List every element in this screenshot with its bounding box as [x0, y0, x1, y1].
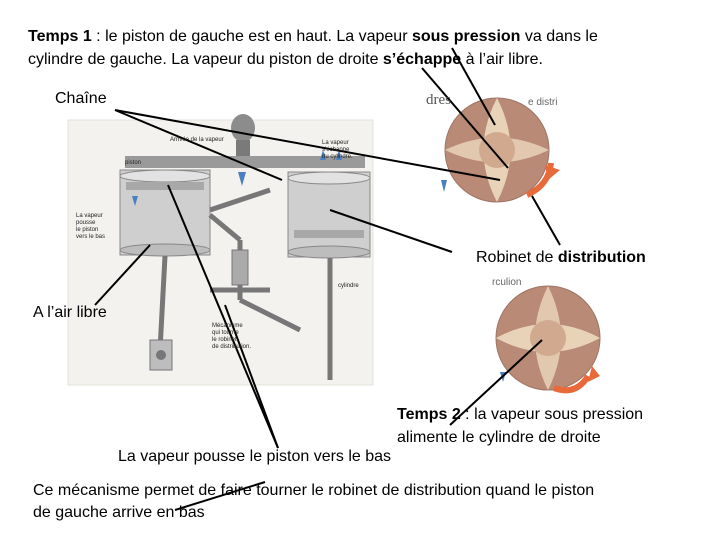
- valve-top-fragment-dres: dres: [426, 92, 451, 108]
- bottom-text-line2: de gauche arrive en bas: [33, 504, 205, 521]
- top-steam-pipe: [125, 156, 365, 168]
- steam-engine-illustration: [67, 114, 374, 386]
- pointer-pousse-2: [224, 304, 279, 449]
- pointer-chaine: [114, 109, 283, 181]
- echappe-emphasis: s’échappe: [382, 51, 462, 68]
- pointer-air-libre: [94, 244, 151, 306]
- sous-pression-emphasis: sous pression: [411, 28, 521, 45]
- temps1-line2: cylindre de gauche. La vapeur du piston …: [28, 51, 543, 68]
- valve-top-illustration: [441, 97, 560, 203]
- pointer-lines: [94, 47, 561, 511]
- figure-label-pousse-1: La vapeur: [76, 213, 103, 219]
- label-chaine: Chaîne: [55, 90, 107, 107]
- pointer-mecanisme: [174, 481, 266, 511]
- temps2-line2: alimente le cylindre de droite: [397, 429, 601, 446]
- figure-label-meca-3: le robinet: [212, 337, 237, 343]
- figure-label-echappe-1: La vapeur: [322, 140, 349, 146]
- steam-inlet-valve: [231, 114, 255, 142]
- pointer-temps2: [449, 339, 543, 426]
- temps2-line1: Temps 2 : la vapeur sous pression: [397, 406, 644, 423]
- center-valve-rod: [231, 249, 249, 286]
- temps1-line1: Temps 1 : le piston de gauche est en hau…: [28, 28, 598, 45]
- pointer-cylinder: [329, 209, 453, 253]
- left-cylinder: [119, 169, 211, 257]
- pointer-pousse-1: [167, 184, 279, 449]
- label-vapeur-pousse: La vapeur pousse le piston vers le bas: [118, 448, 392, 465]
- label-air-libre: A l’air libre: [33, 304, 107, 321]
- figure-label-pousse-4: vers le bas: [76, 234, 106, 240]
- valve-top-fragment-distri: e distri: [528, 97, 558, 108]
- crank-weight: [149, 339, 173, 371]
- figure-label-echappe-2: s’échappe: [322, 147, 350, 153]
- pointer-echappe: [421, 67, 509, 169]
- figure-label-echappe-3: du cylindre.: [322, 154, 353, 160]
- figure-label-meca-1: Mécanisme: [212, 323, 243, 329]
- pointer-sous-pression: [451, 47, 496, 126]
- valve-bottom-illustration: [495, 285, 601, 394]
- valve-bottom-fragment-tion: rculion: [492, 277, 522, 288]
- figure-label-piston: piston: [125, 160, 142, 166]
- bottom-text-line1: Ce mécanisme permet de faire tourner le …: [33, 482, 595, 499]
- figure-label-cylindre: cylindre: [338, 283, 359, 289]
- pointer-robinet: [531, 195, 561, 246]
- right-cylinder: [287, 171, 371, 259]
- figure-label-pousse-3: le piston: [76, 227, 99, 233]
- label-robinet-distribution: Robinet de distribution: [476, 249, 646, 266]
- figure-label-arrivee: Arrivée de la vapeur: [170, 137, 224, 143]
- temps1-title: Temps 1: [28, 28, 92, 45]
- figure-label-meca-4: de distribution.: [212, 344, 252, 350]
- pointer-chaine-2: [114, 109, 501, 181]
- figure-label-meca-2: qui tourne: [212, 330, 239, 336]
- steam-arrows: [132, 150, 342, 206]
- temps2-title: Temps 2: [397, 406, 461, 423]
- figure-label-pousse-2: pousse: [76, 220, 96, 226]
